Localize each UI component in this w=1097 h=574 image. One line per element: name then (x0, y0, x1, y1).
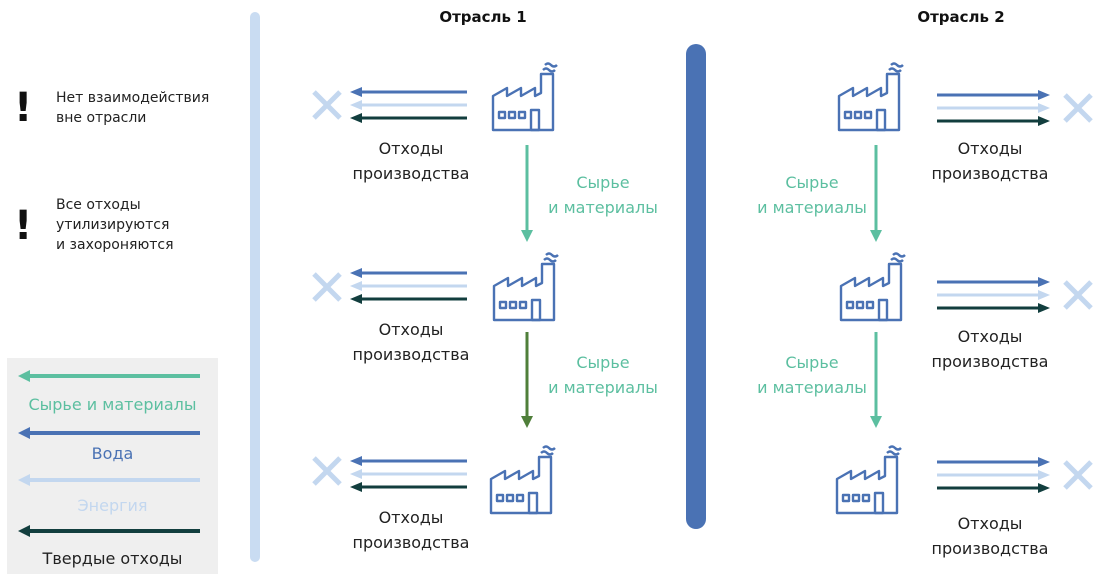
cross-icon (312, 90, 342, 120)
waste-label: Отходы производства (336, 136, 486, 186)
waste-arrows-right (937, 457, 1050, 493)
factory-icon (837, 62, 905, 132)
materials-line: и материалы (548, 378, 658, 397)
legend-label-energy: Энергия (77, 496, 148, 515)
waste-label: Отходы производства (336, 317, 486, 367)
materials-line: Сырье (785, 173, 839, 192)
waste-line: Отходы (378, 320, 444, 339)
materials-line: и материалы (757, 378, 867, 397)
materials-arrow (521, 332, 533, 428)
waste-line: производства (352, 533, 470, 552)
industry-1-title: Отрасль 1 (439, 8, 527, 26)
waste-arrows-left (350, 87, 467, 123)
note-line: и захороняются (56, 237, 174, 253)
materials-arrow (870, 145, 882, 242)
waste-line: Отходы (957, 139, 1023, 158)
arrow-head-icon (18, 370, 30, 382)
cross-icon (312, 272, 342, 302)
waste-label: Отходы производства (336, 505, 486, 555)
note-line: утилизируются (56, 217, 170, 233)
waste-line: Отходы (957, 327, 1023, 346)
arrow-head-icon (18, 474, 30, 486)
left-separator (250, 12, 260, 562)
waste-label: Отходы производства (915, 511, 1065, 561)
waste-line: Отходы (957, 514, 1023, 533)
materials-arrow (870, 332, 882, 428)
materials-label: Сырье и материалы (533, 350, 673, 400)
waste-arrows-left (350, 268, 467, 304)
materials-label: Сырье и материалы (742, 350, 882, 400)
arrow-head-icon (18, 427, 30, 439)
cross-icon (1063, 460, 1093, 490)
legend-label-solid-waste: Твердые отходы (42, 549, 183, 568)
waste-arrows-right (937, 90, 1050, 126)
materials-line: Сырье (785, 353, 839, 372)
waste-line: Отходы (378, 139, 444, 158)
legend-arrows (18, 370, 200, 537)
waste-line: производства (352, 164, 470, 183)
note-no-interaction: Нет взаимодействия вне отрасли (56, 88, 209, 128)
legend-label-materials: Сырье и материалы (28, 395, 197, 414)
materials-line: и материалы (757, 198, 867, 217)
materials-label: Сырье и материалы (533, 170, 673, 220)
waste-label: Отходы производства (915, 324, 1065, 374)
industry-2-title: Отрасль 2 (917, 8, 1005, 26)
waste-line: производства (931, 352, 1049, 371)
factory-icon (489, 445, 557, 515)
waste-arrows-right (937, 277, 1050, 313)
legend (7, 358, 218, 574)
waste-line: производства (352, 345, 470, 364)
materials-line: и материалы (548, 198, 658, 217)
note-line: Нет взаимодействия (56, 90, 210, 106)
factory-icon (839, 252, 907, 322)
exclamation-icon: ! (14, 203, 33, 249)
materials-line: Сырье (576, 353, 630, 372)
materials-line: Сырье (576, 173, 630, 192)
waste-arrows-left (350, 456, 467, 492)
waste-line: производства (931, 164, 1049, 183)
factory-icon (491, 62, 559, 132)
arrow-head-icon (18, 525, 30, 537)
note-line: Все отходы (56, 197, 141, 213)
industry-separator (686, 44, 706, 529)
legend-label-water: Вода (91, 444, 134, 463)
factory-icon (835, 445, 903, 515)
materials-arrow (521, 145, 533, 242)
cross-icon (1063, 280, 1093, 310)
note-line: вне отрасли (56, 110, 147, 126)
note-all-waste: Все отходы утилизируются и захороняются (56, 195, 174, 255)
factory-icon (492, 252, 560, 322)
waste-line: Отходы (378, 508, 444, 527)
waste-label: Отходы производства (915, 136, 1065, 186)
exclamation-icon: ! (14, 85, 33, 131)
cross-icon (312, 456, 342, 486)
waste-line: производства (931, 539, 1049, 558)
materials-label: Сырье и материалы (742, 170, 882, 220)
cross-icon (1063, 93, 1093, 123)
